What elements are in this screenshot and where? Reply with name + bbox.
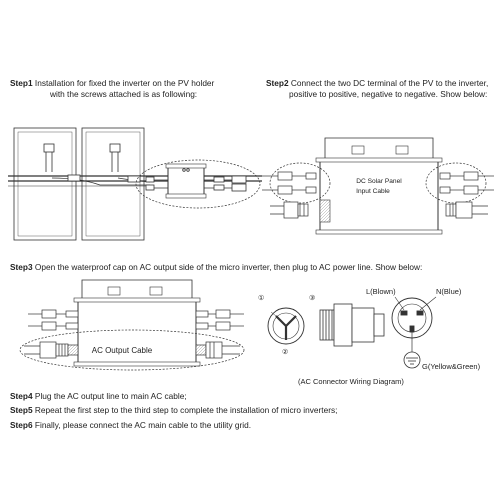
step1-line2: with the screws attached is as following… <box>50 89 198 99</box>
dc-panel-label-line2: Input Cable <box>356 188 390 195</box>
step4-text: Step4 Plug the AC output line to main AC… <box>10 391 187 402</box>
step5-label: Step5 <box>10 405 33 415</box>
wiring-diagram-caption: (AC Connector Wiring Diagram) <box>298 377 404 386</box>
step4-body: Plug the AC output line to main AC cable… <box>34 391 187 401</box>
dc-connection-illustration <box>262 137 494 235</box>
step4-label: Step4 <box>10 391 33 401</box>
ac-connector-side-view <box>319 303 385 347</box>
step5-body: Repeat the first step to the third step … <box>34 405 338 415</box>
step1-line1: Installation for fixed the inverter on t… <box>34 78 215 88</box>
ac-output-illustration <box>19 279 245 371</box>
g-yellow-green-label: G(Yellow&Green) <box>422 362 481 371</box>
step3-text: Step3 Open the waterproof cap on AC outp… <box>10 262 422 273</box>
n-blue-label: N(Blue) <box>436 287 462 296</box>
step1-label: Step1 <box>10 78 33 88</box>
pv-panel-right <box>81 127 145 241</box>
step6-body: Finally, please connect the AC main cabl… <box>34 420 252 430</box>
pin-2-label: ② <box>282 348 288 356</box>
dc-panel-label-line1: DC Solar Panel <box>356 178 402 185</box>
step6-text: Step6 Finally, please connect the AC mai… <box>10 420 251 431</box>
pv-holder-illustration <box>8 127 262 241</box>
step3-body: Open the waterproof cap on AC output sid… <box>34 262 423 272</box>
step6-label: Step6 <box>10 420 33 430</box>
step2-label: Step2 <box>266 78 289 88</box>
step3-label: Step3 <box>10 262 33 272</box>
ac-connector-back-view <box>391 296 437 369</box>
step1-text: Step1 Installation for fixed the inverte… <box>10 78 230 100</box>
pin-3-label: ③ <box>309 294 315 302</box>
pin-1-label: ① <box>258 294 264 302</box>
step2-text: Step2 Connect the two DC terminal of the… <box>266 78 496 100</box>
step2-line2: positive to positive, negative to negati… <box>289 89 488 99</box>
pv-panel-left <box>13 127 77 241</box>
l-blown-label: L(Blown) <box>366 287 396 296</box>
ac-connector-front-view <box>267 307 305 345</box>
step5-text: Step5 Repeat the first step to the third… <box>10 405 337 416</box>
ac-output-cable-label: AC Output Cable <box>92 346 153 355</box>
step2-line1: Connect the two DC terminal of the PV to… <box>290 78 489 88</box>
